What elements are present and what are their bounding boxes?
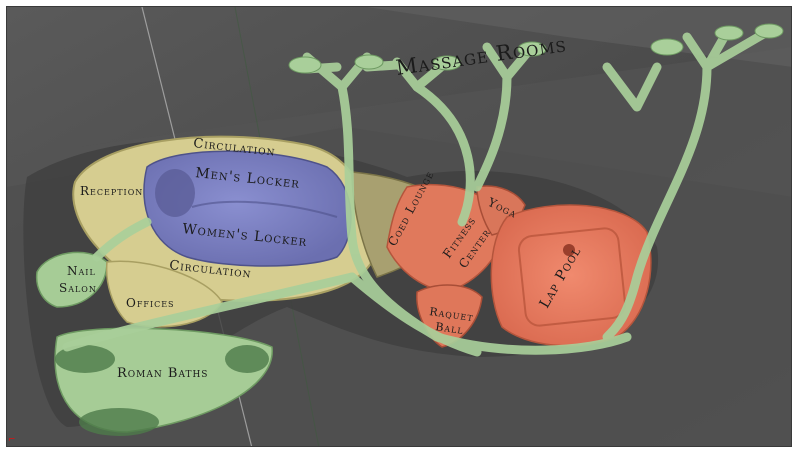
label-raquet: Raquet (429, 305, 475, 324)
label-salon: Salon (59, 281, 97, 295)
label-offices: Offices (126, 296, 175, 310)
label-roman-baths: Roman Baths (117, 366, 208, 381)
spa-model-render: Massage Rooms Circulation Men's Locker R… (7, 7, 791, 446)
3d-viewport[interactable]: Massage Rooms Circulation Men's Locker R… (6, 6, 792, 447)
label-nail: Nail (67, 264, 96, 278)
path-nodes (288, 23, 784, 74)
axis-marker-icon: ⌐ (8, 435, 16, 445)
lockers-zone (143, 150, 352, 267)
label-reception: Reception (80, 184, 143, 198)
label-ball: Ball (435, 320, 465, 337)
nail-salon-zone (35, 251, 108, 308)
